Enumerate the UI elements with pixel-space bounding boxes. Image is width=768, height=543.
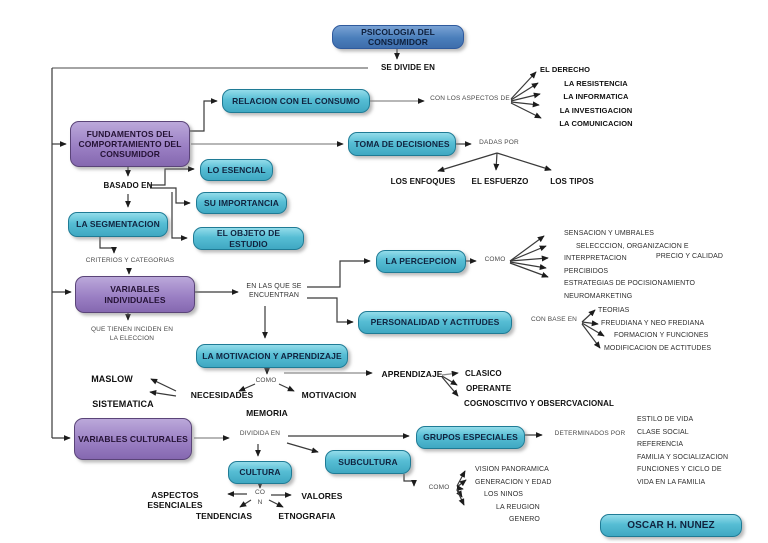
author-box[interactable]: OSCAR H. NUNEZ bbox=[600, 514, 742, 537]
node-psicologia-del-consumidor[interactable]: PSICOLOGIA DEL CONSUMIDOR bbox=[332, 25, 464, 49]
label-basado-en: BASADO EN bbox=[103, 181, 153, 190]
term-clasico: CLASICO bbox=[465, 369, 502, 378]
node-subcultura[interactable]: SUBCULTURA bbox=[325, 450, 411, 474]
label-criterios-y-categorias: CRITERIOS Y CATEGORIAS bbox=[85, 257, 175, 264]
personalidad-list: TEORIAS FREUDIANA Y NEO FREDIANA FORMACI… bbox=[598, 305, 728, 355]
list-item: LA RESISTENCIA bbox=[564, 78, 628, 88]
node-la-percepcion[interactable]: LA PERCEPCION bbox=[376, 250, 466, 273]
label-como-percepcion: COMO bbox=[484, 256, 506, 263]
term-aprendizaje: APRENDIZAJE bbox=[381, 369, 443, 379]
label-que-tienen-inciden: QUE TIENEN INCIDEN EN LA ELECCION bbox=[90, 326, 174, 342]
term-motivacion: MOTIVACION bbox=[301, 390, 357, 400]
list-item: LA COMUNICACION bbox=[559, 119, 633, 128]
percepcion-list: SENSACION Y UMBRALES SELECCCION, ORGANIZ… bbox=[564, 228, 724, 304]
list-item: SELECCCION, ORGANIZACION E bbox=[576, 242, 689, 250]
term-operante: OPERANTE bbox=[466, 384, 512, 393]
list-item: GENERACION Y EDAD bbox=[475, 478, 552, 486]
node-la-motivacion-y-aprendizaje[interactable]: LA MOTIVACION Y APRENDIZAJE bbox=[196, 344, 348, 368]
list-item: EL DERECHO bbox=[540, 65, 591, 74]
term-aspectos-esenciales: ASPECTOS ESENCIALES bbox=[147, 490, 203, 511]
node-variables-individuales[interactable]: VARIABLES INDIVIDUALES bbox=[75, 276, 195, 313]
node-lo-esencial[interactable]: LO ESENCIAL bbox=[200, 159, 273, 181]
node-variables-culturales[interactable]: VARIABLES CULTURALES bbox=[74, 418, 192, 460]
label-con-los-aspectos-de: CON LOS ASPECTOS DE bbox=[430, 95, 510, 102]
term-los-enfoques: LOS ENFOQUES bbox=[390, 177, 456, 186]
list-item: VISION PANORAMICA bbox=[475, 466, 549, 473]
node-fundamentos[interactable]: FUNDAMENTOS DEL COMPORTAMIENTO DEL CONSU… bbox=[70, 121, 190, 167]
grupos-list: ESTILO DE VIDA CLASE SOCIAL REFERENCIA F… bbox=[637, 414, 737, 490]
list-item: MODIFICACION DE ACTITUDES bbox=[604, 344, 712, 352]
label-precio-y-calidad: PRECIO Y CALIDAD bbox=[656, 253, 724, 260]
list-item: FUNCIONES Y CICLO DE VIDA EN LA FAMILIA bbox=[637, 466, 722, 486]
term-sistematica: SISTEMATICA bbox=[92, 399, 154, 409]
list-item: LOS NINOS bbox=[484, 491, 524, 499]
list-item: NEUROMARKETING bbox=[564, 292, 633, 300]
node-la-segmentacion[interactable]: LA SEGMENTACION bbox=[68, 212, 168, 237]
label-como-motivacion: COMO bbox=[255, 377, 277, 384]
node-relacion-con-el-consumo[interactable]: RELACION CON EL CONSUMO bbox=[222, 89, 370, 113]
term-cognoscitivo: COGNOSCITIVO Y OBSERCVACIONAL bbox=[464, 399, 615, 408]
term-necesidades: NECESIDADES bbox=[190, 390, 254, 400]
aspectos-list: EL DERECHO LA RESISTENCIA LA INFORMATICA… bbox=[540, 63, 652, 131]
term-valores: VALORES bbox=[301, 491, 343, 501]
list-item: FAMILIA Y SOCIALIZACION bbox=[637, 453, 729, 461]
list-item: LA INFORMATICA bbox=[563, 92, 629, 101]
label-con-line2: N bbox=[257, 499, 263, 506]
list-item: ESTILO DE VIDA bbox=[637, 416, 694, 423]
list-item: LA REUGION bbox=[496, 503, 540, 511]
term-etnografia: ETNOGRAFIA bbox=[278, 511, 336, 521]
node-grupos-especiales[interactable]: GRUPOS ESPECIALES bbox=[416, 426, 525, 449]
term-los-tipos: LOS TIPOS bbox=[550, 177, 594, 186]
term-memoria: MEMORIA bbox=[246, 408, 288, 418]
label-dividida-en: DIVIDIDA EN bbox=[239, 430, 281, 437]
term-maslow: MASLOW bbox=[91, 374, 133, 384]
term-tendencias: TENDENCIAS bbox=[195, 511, 253, 521]
label-con-base-en: CON BASE EN bbox=[530, 316, 578, 323]
label-determinados-por: DETERMINADOS POR bbox=[554, 430, 626, 437]
list-item: LA INVESTIGACION bbox=[559, 105, 633, 115]
list-item: SENSACION Y UMBRALES bbox=[564, 230, 655, 237]
list-item: FORMACION Y FUNCIONES bbox=[614, 332, 709, 340]
node-cultura[interactable]: CULTURA bbox=[228, 461, 292, 484]
list-item: PERCIBIDOS bbox=[564, 267, 609, 275]
label-se-divide-en: SE DIVIDE EN bbox=[380, 63, 436, 72]
node-su-importancia[interactable]: SU IMPORTANCIA bbox=[196, 192, 287, 214]
subcultura-list: VISION PANORAMICA GENERACION Y EDAD LOS … bbox=[475, 464, 595, 527]
node-el-objeto-de-estudio[interactable]: EL OBJETO DE ESTUDIO bbox=[193, 227, 304, 250]
list-item: TEORIAS bbox=[598, 307, 630, 314]
label-como-subcultura: COMO bbox=[428, 484, 450, 491]
list-item: CLASE SOCIAL bbox=[637, 428, 689, 436]
label-dadas-por: DADAS POR bbox=[479, 139, 519, 146]
label-con-line1: CO bbox=[254, 489, 266, 496]
node-personalidad-y-actitudes[interactable]: PERSONALIDAD Y ACTITUDES bbox=[358, 311, 512, 334]
list-item: INTERPRETACION bbox=[564, 255, 627, 263]
term-el-esfuerzo: EL ESFUERZO bbox=[471, 177, 529, 186]
list-item: REFERENCIA bbox=[637, 441, 684, 449]
list-item: ESTRATEGIAS DE POCISIONAMIENTO bbox=[564, 280, 696, 288]
list-item: GENERO bbox=[509, 516, 540, 524]
label-en-las-que-se-encuentran: EN LAS QUE SE ENCUENTRAN bbox=[246, 283, 302, 300]
node-toma-de-decisiones[interactable]: TOMA DE DECISIONES bbox=[348, 132, 456, 156]
list-item: FREUDIANA Y NEO FREDIANA bbox=[601, 319, 705, 327]
